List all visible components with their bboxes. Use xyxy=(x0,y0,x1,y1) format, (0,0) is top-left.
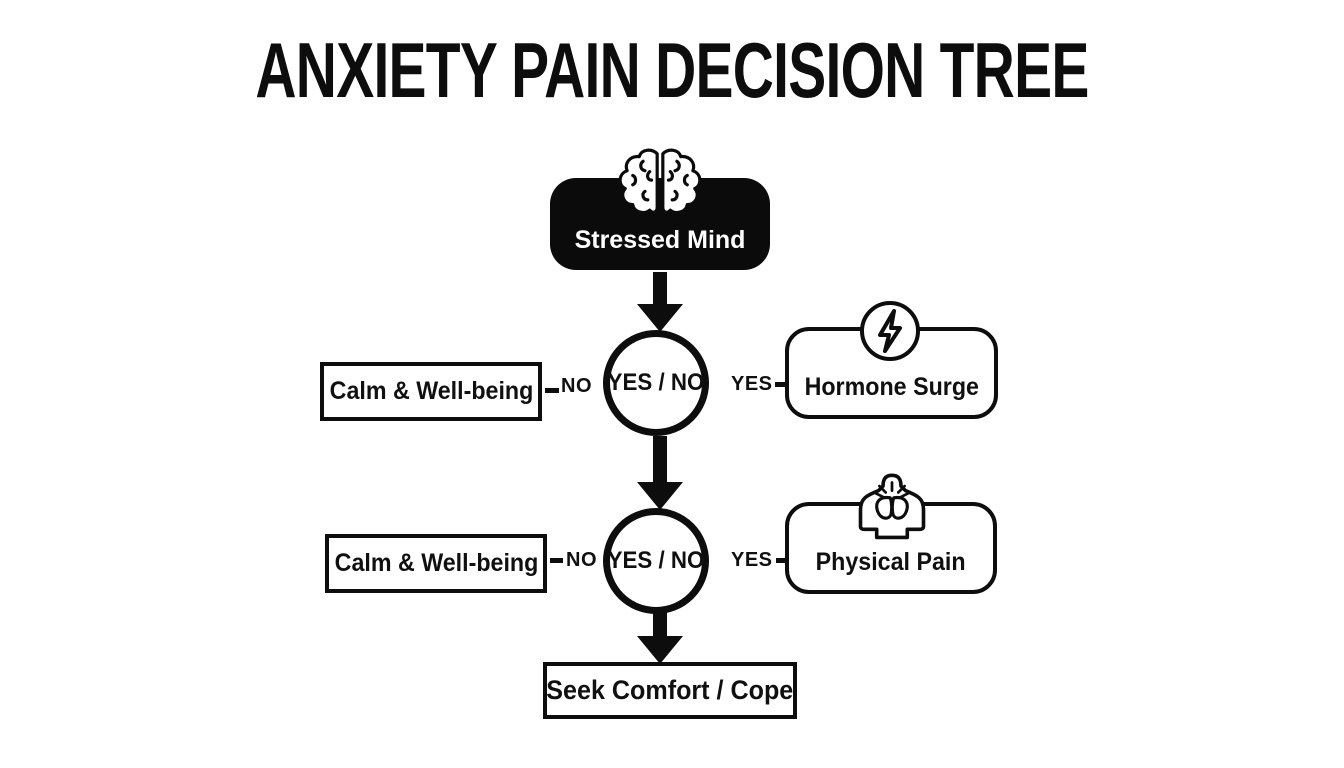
node-physical-pain-label: Physical Pain xyxy=(816,548,966,576)
down-arrow-icon xyxy=(637,272,683,332)
node-seek-comfort-cope: Seek Comfort / Cope xyxy=(543,662,797,719)
brain-icon xyxy=(618,148,702,215)
node-hormone-surge: Hormone Surge xyxy=(785,327,998,419)
decision-node-2-label: YES / NO xyxy=(607,547,705,574)
chest-pain-icon xyxy=(858,473,926,540)
node-calm-wellbeing-2-label: Calm & Well-being xyxy=(334,549,538,577)
connector-line xyxy=(545,388,559,393)
connector-line xyxy=(775,382,790,387)
down-arrow-icon xyxy=(637,610,683,664)
lightning-bolt-icon xyxy=(860,301,920,361)
connector-line xyxy=(550,558,563,563)
connector-line xyxy=(776,558,790,563)
decision-node-1-label: YES / NO xyxy=(607,369,705,396)
node-stressed-mind-label: Stressed Mind xyxy=(574,226,746,254)
edge-label-yes-2: YES xyxy=(731,549,773,571)
decision-node-1: YES / NO xyxy=(603,330,709,436)
node-stressed-mind: Stressed Mind xyxy=(550,178,770,270)
down-arrow-icon xyxy=(637,436,683,510)
page-title: ANXIETY PAIN DECISION TREE xyxy=(255,26,1089,114)
node-calm-wellbeing-2: Calm & Well-being xyxy=(325,534,547,593)
decision-node-2: YES / NO xyxy=(603,508,709,614)
edge-label-no-1: NO xyxy=(561,375,592,397)
node-calm-wellbeing-1: Calm & Well-being xyxy=(320,362,542,421)
node-calm-wellbeing-1-label: Calm & Well-being xyxy=(329,377,533,405)
node-seek-comfort-cope-label: Seek Comfort / Cope xyxy=(546,675,794,705)
edge-label-no-2: NO xyxy=(566,549,597,571)
node-hormone-surge-label: Hormone Surge xyxy=(804,373,979,401)
edge-label-yes-1: YES xyxy=(731,373,773,395)
